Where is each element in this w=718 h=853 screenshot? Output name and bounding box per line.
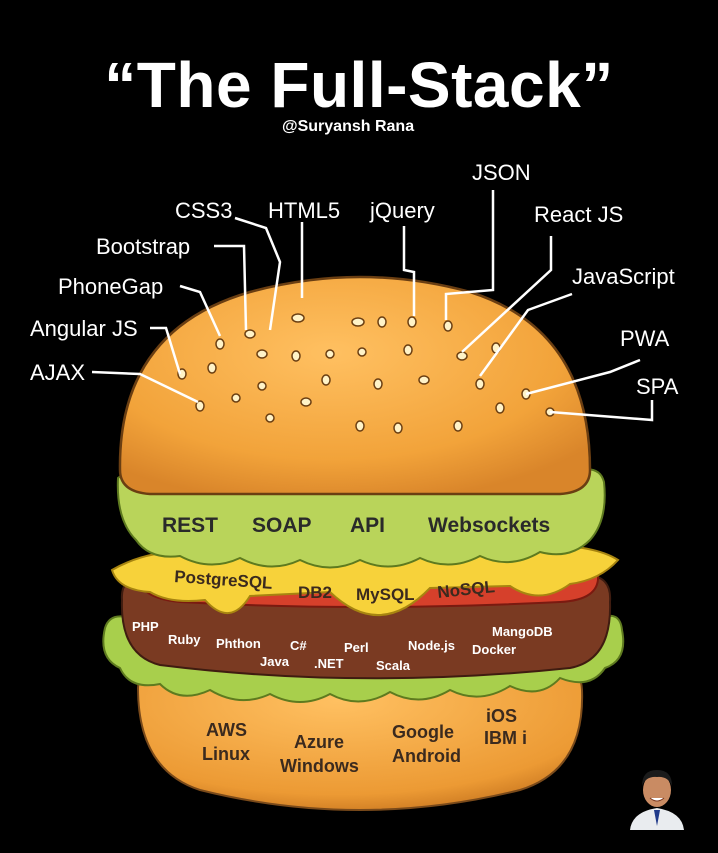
label-soap: SOAP xyxy=(252,514,312,537)
label-spa: SPA xyxy=(636,374,679,399)
label-css3: CSS3 xyxy=(175,198,232,223)
label-nodejs: Node.js xyxy=(408,638,455,653)
label-java: Java xyxy=(260,654,290,669)
label-jquery: jQuery xyxy=(369,198,435,223)
label-php: PHP xyxy=(132,619,159,634)
label-pwa: PWA xyxy=(620,326,670,351)
label-javascript: JavaScript xyxy=(572,264,675,289)
label-ruby: Ruby xyxy=(168,632,201,647)
label-android: Android xyxy=(392,746,461,766)
label-angularjs: Angular JS xyxy=(30,316,138,341)
label-google: Google xyxy=(392,722,454,742)
label-phonegap: PhoneGap xyxy=(58,274,163,299)
label-rest: REST xyxy=(162,514,218,537)
top-bun xyxy=(118,275,592,496)
leader-lines xyxy=(91,190,654,422)
backend-layer: PHP Ruby Phthon C# Java Perl .NET Node.j… xyxy=(132,619,553,673)
label-azure: Azure xyxy=(294,732,344,752)
label-ibmi: IBM i xyxy=(484,728,527,748)
api-layer: REST SOAP API Websockets xyxy=(162,514,550,537)
label-db2: DB2 xyxy=(298,583,332,602)
label-websockets: Websockets xyxy=(428,514,550,537)
label-api: API xyxy=(350,514,385,537)
label-phthon: Phthon xyxy=(216,636,261,651)
label-mangodb: MangoDB xyxy=(492,624,553,639)
label-bootstrap: Bootstrap xyxy=(96,234,190,259)
label-windows: Windows xyxy=(280,756,359,776)
label-linux: Linux xyxy=(202,744,250,764)
author-handle: @Suryansh Rana xyxy=(282,118,415,135)
label-perl: Perl xyxy=(344,640,369,655)
platform-layer: AWS Linux Azure Windows Google Android i… xyxy=(202,706,527,776)
label-json: JSON xyxy=(472,160,531,185)
label-scala: Scala xyxy=(376,658,411,673)
label-mysql: MySQL xyxy=(356,585,415,604)
label-reactjs: React JS xyxy=(534,202,623,227)
label-dotnet: .NET xyxy=(314,656,344,671)
page-title: “The Full-Stack” xyxy=(104,49,614,121)
label-ios: iOS xyxy=(486,706,517,726)
label-csharp: C# xyxy=(290,638,307,653)
label-aws: AWS xyxy=(206,720,247,740)
label-docker: Docker xyxy=(472,642,516,657)
avatar xyxy=(630,770,684,830)
label-ajax: AJAX xyxy=(30,360,85,385)
label-html5: HTML5 xyxy=(268,198,340,223)
